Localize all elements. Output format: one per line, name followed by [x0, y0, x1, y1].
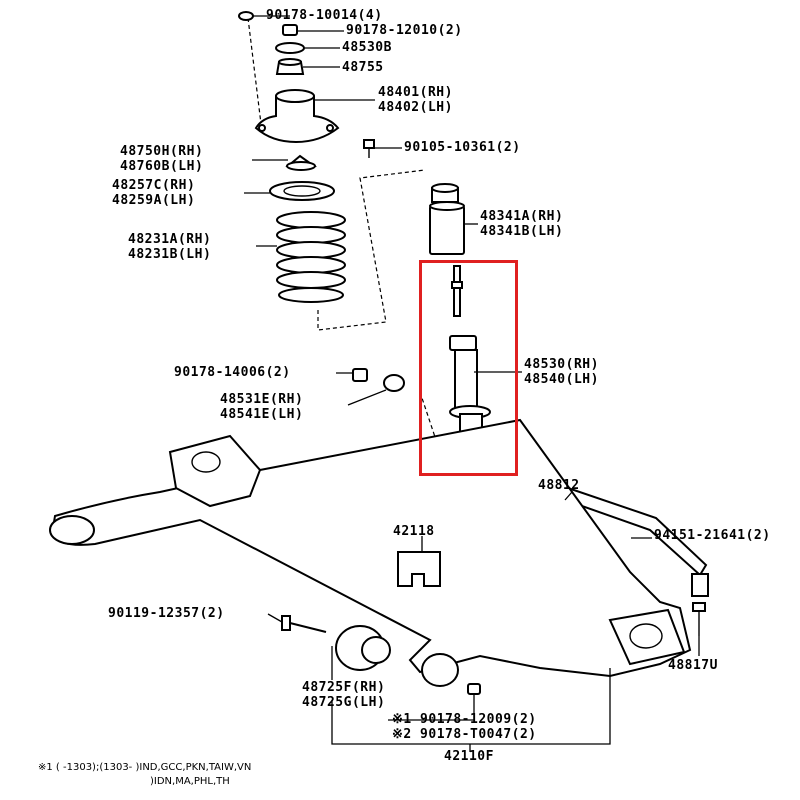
label-nut-t0047: ※2 90178-T0047(2): [392, 727, 537, 742]
label-bumper-48755: 48755: [342, 60, 384, 75]
label-nut-12009: ※1 90178-12009(2): [392, 712, 537, 727]
label-upper-seat-lh: 48760B(LH): [120, 159, 204, 174]
label-cushion-rh: 48531E(RH): [220, 392, 304, 407]
label-insulator-lh: 48259A(LH): [112, 193, 196, 208]
spring-insulator: [269, 181, 335, 201]
torsion-beam: [49, 418, 692, 687]
label-beam-42110f: 42110F: [444, 749, 494, 764]
footnote-line-2: )IDN,MA,PHL,TH: [150, 776, 230, 787]
label-boot-lh: 48341B(LH): [480, 224, 564, 239]
suspension-support: [254, 89, 340, 144]
label-nut-top: 90178-10014(4): [266, 8, 383, 23]
label-bolt-90105: 90105-10361(2): [404, 140, 521, 155]
label-bush-rh: 48725F(RH): [302, 680, 386, 695]
label-absorber-lh: 48540(LH): [524, 372, 599, 387]
bush-42118: [397, 551, 441, 587]
label-nut-14006: 90178-14006(2): [174, 365, 291, 380]
label-support-rh: 48401(RH): [378, 85, 453, 100]
cushion-48531e: [383, 374, 405, 392]
label-upper-seat-rh: 48750H(RH): [120, 144, 204, 159]
label-stabilizer: 48812: [538, 478, 580, 493]
coil-spring: [276, 211, 346, 303]
second-nut: [282, 24, 298, 36]
shock-absorber-highlight-box: [419, 260, 518, 476]
bush-48725f: [335, 625, 391, 671]
nut-12009: [467, 683, 481, 695]
label-bolt-90119: 90119-12357(2): [108, 606, 225, 621]
label-spring-rh: 48231A(RH): [128, 232, 212, 247]
nut-14006: [352, 368, 368, 382]
bolt-90105: [363, 139, 375, 158]
bumper-48755: [275, 58, 305, 75]
label-bush-42118: 42118: [393, 524, 435, 539]
label-bolt-94151: 94151-21641(2): [654, 528, 771, 543]
bolt-94151: [692, 602, 706, 636]
label-seat-48530b: 48530B: [342, 40, 392, 55]
dust-boot: [429, 183, 465, 255]
label-bracket-48817u: 48817U: [668, 658, 718, 673]
label-nut-2: 90178-12010(2): [346, 23, 463, 38]
label-support-lh: 48402(LH): [378, 100, 453, 115]
seat-48530b: [275, 42, 305, 54]
label-bush-lh: 48725G(LH): [302, 695, 386, 710]
top-nut: [238, 11, 254, 21]
footnote-line-1: ※1 ( -1303);(1303- )IND,GCC,PKN,TAIW,VN: [38, 762, 252, 773]
upper-spring-seat: [285, 154, 318, 171]
label-boot-rh: 48341A(RH): [480, 209, 564, 224]
label-absorber-rh: 48530(RH): [524, 357, 599, 372]
top-center-line: [247, 17, 263, 133]
label-insulator-rh: 48257C(RH): [112, 178, 196, 193]
leader-lines: [244, 15, 700, 752]
bolt-90119: [281, 615, 327, 633]
label-spring-lh: 48231B(LH): [128, 247, 212, 262]
label-cushion-lh: 48541E(LH): [220, 407, 304, 422]
